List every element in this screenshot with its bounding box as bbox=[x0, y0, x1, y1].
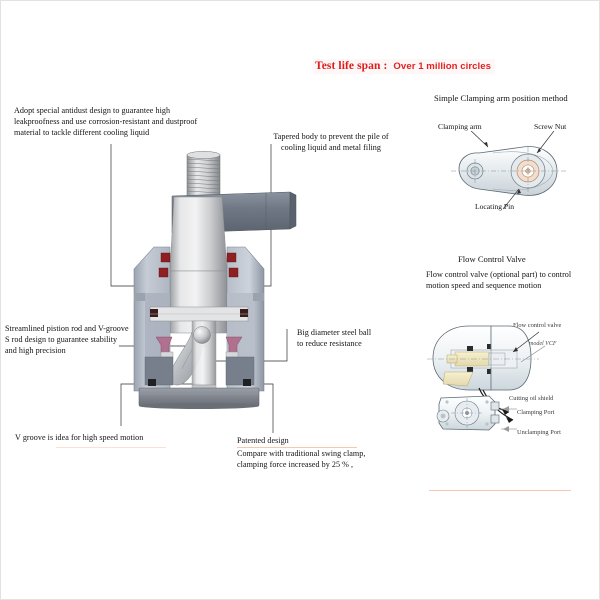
callout-patented-title: Patented design bbox=[237, 436, 289, 445]
v-groove-cam bbox=[169, 320, 217, 390]
arm-panel-title: Simple Clamping arm position method bbox=[434, 93, 568, 103]
callout-tapered-body: Tapered body to prevent the pile of cool… bbox=[273, 132, 389, 153]
bottom-accent-rule bbox=[429, 490, 571, 491]
valve-panel-description: Flow control valve (optional part) to co… bbox=[426, 270, 572, 291]
swing-clamp-cross-section bbox=[133, 151, 297, 409]
valve-label-flow-control-valve: Flow control valve bbox=[513, 322, 562, 329]
callout-v-groove: V groove is idea for high speed motion bbox=[15, 433, 144, 442]
test-life-span-value: Over 1 million circles bbox=[393, 61, 492, 72]
lower-chamber bbox=[144, 356, 255, 386]
ball-retainers bbox=[155, 336, 243, 358]
callout-patented-body: Compare with traditional swing clamp, cl… bbox=[237, 449, 366, 470]
clamping-arm bbox=[171, 191, 297, 234]
base-plate bbox=[138, 387, 260, 409]
threaded-stud bbox=[186, 151, 221, 198]
valve-label-model: model VCF bbox=[529, 341, 557, 347]
callout-steel-ball: Big diameter steel ball to reduce resist… bbox=[297, 328, 372, 349]
test-life-span-banner: Test life span : Over 1 million circles bbox=[313, 59, 496, 74]
flow-control-valve-figure bbox=[427, 325, 546, 432]
valve-label-clamping-port: Clamping Port bbox=[517, 409, 555, 416]
v-groove-accent-rule bbox=[56, 447, 166, 448]
arm-label-screw-nut: Screw Nut bbox=[534, 122, 567, 131]
valve-label-unclamping-port: Unclamping Port bbox=[517, 429, 561, 436]
arm-label-locating-pin: Locating Pin bbox=[475, 202, 515, 211]
valve-manifold-block bbox=[436, 395, 500, 431]
callout-piston-rod: Streamlined pistion rod and V-groove S r… bbox=[5, 324, 129, 356]
clamp-housing bbox=[133, 246, 265, 392]
test-life-span-label: Test life span : bbox=[315, 60, 388, 72]
piston-rod bbox=[169, 196, 228, 334]
clamping-arm-position-figure bbox=[451, 131, 567, 210]
piston-head bbox=[149, 306, 249, 322]
valve-label-oil-shield: Cutting oil shield bbox=[509, 395, 554, 402]
valve-panel-title: Flow Control Valve bbox=[458, 254, 526, 264]
steel-ball bbox=[193, 326, 211, 344]
arm-label-clamping-arm: Clamping arm bbox=[438, 122, 482, 131]
patented-accent-rule bbox=[237, 447, 357, 448]
rod-seals bbox=[158, 252, 239, 278]
callout-antidust: Adopt special antidust design to guarant… bbox=[14, 106, 198, 138]
